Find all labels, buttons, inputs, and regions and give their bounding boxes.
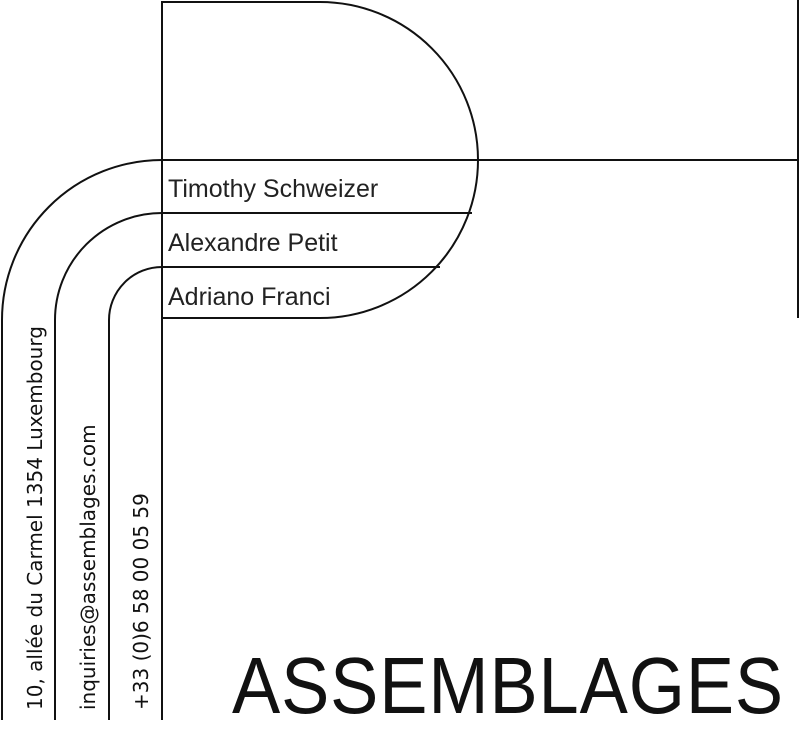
p-bowl-outline — [161, 0, 480, 720]
email-text: inquiries@assemblages.com — [76, 424, 100, 710]
name-timothy-schweizer: Timothy Schweizer — [168, 175, 378, 203]
address-text: 10, allée du Carmel 1354 Luxembourg — [23, 326, 47, 710]
outer-curve-band — [1, 159, 163, 720]
inner-curve-band — [108, 266, 163, 720]
name-adriano-franci: Adriano Franci — [168, 283, 331, 311]
phone-text: +33 (0)6 58 00 05 59 — [129, 493, 153, 710]
assemblages-wordmark: ASSEMBLAGES — [232, 641, 784, 730]
name-alexandre-petit: Alexandre Petit — [168, 229, 338, 257]
top-rule-line — [162, 0, 799, 318]
middle-curve-band — [54, 212, 163, 720]
